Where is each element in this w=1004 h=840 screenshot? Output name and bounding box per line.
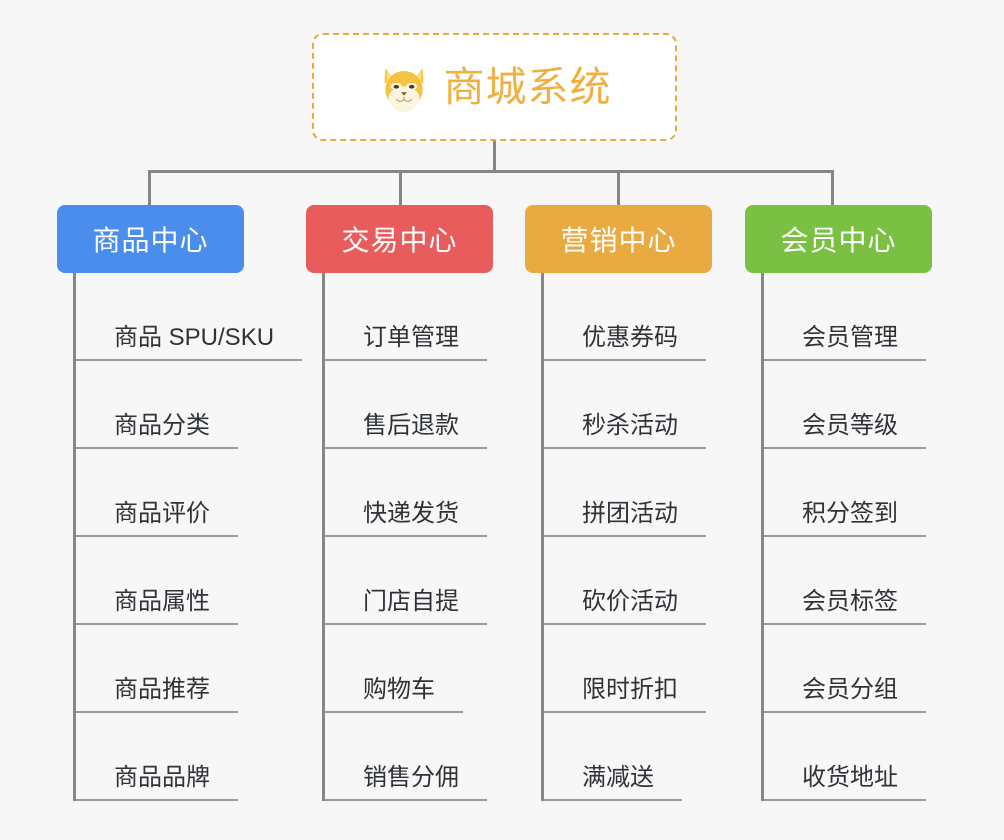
list-item[interactable]: 商品分类 xyxy=(76,361,244,449)
leaf-label: 商品推荐 xyxy=(76,675,238,713)
list-item[interactable]: 限时折扣 xyxy=(544,625,712,713)
root-label: 商城系统 xyxy=(443,63,612,110)
leaf-label: 商品分类 xyxy=(76,411,238,449)
leaf-label: 砍价活动 xyxy=(544,587,706,625)
leaf-list-marketing-center: 优惠券码 秒杀活动 拼团活动 砍价活动 限时折扣 满减送 xyxy=(541,273,712,801)
leaf-label: 会员标签 xyxy=(764,587,926,625)
leaf-label: 会员等级 xyxy=(764,411,926,449)
list-item[interactable]: 商品评价 xyxy=(76,449,244,537)
leaf-label: 会员管理 xyxy=(764,323,926,361)
leaf-label: 门店自提 xyxy=(325,587,487,625)
connector-branch-product-center xyxy=(148,170,151,205)
column-trade-center: 交易中心 订单管理 售后退款 快递发货 门店自提 购物车 销售分佣 xyxy=(306,205,493,801)
connector-root-stem xyxy=(493,141,496,173)
list-item[interactable]: 购物车 xyxy=(325,625,493,713)
leaf-label: 快递发货 xyxy=(325,499,487,537)
list-item[interactable]: 商品品牌 xyxy=(76,713,244,801)
list-item[interactable]: 商品 SPU/SKU xyxy=(76,273,303,361)
category-header-marketing-center[interactable]: 营销中心 xyxy=(525,205,712,273)
list-item[interactable]: 会员管理 xyxy=(764,273,932,361)
list-item[interactable]: 优惠券码 xyxy=(544,273,712,361)
leaf-list-member-center: 会员管理 会员等级 积分签到 会员标签 会员分组 收货地址 xyxy=(761,273,932,801)
category-label: 营销中心 xyxy=(560,225,677,256)
leaf-label: 积分签到 xyxy=(764,499,926,537)
leaf-label: 满减送 xyxy=(544,763,682,801)
leaf-label: 购物车 xyxy=(325,675,463,713)
connector-branch-trade-center xyxy=(399,170,402,205)
list-item[interactable]: 积分签到 xyxy=(764,449,932,537)
leaf-label: 商品 SPU/SKU xyxy=(76,323,303,361)
leaf-label: 收货地址 xyxy=(764,763,926,801)
root-node[interactable]: 商城系统 xyxy=(312,33,677,141)
list-item[interactable]: 会员分组 xyxy=(764,625,932,713)
leaf-label: 会员分组 xyxy=(764,675,926,713)
category-label: 交易中心 xyxy=(341,225,458,256)
category-header-trade-center[interactable]: 交易中心 xyxy=(306,205,493,273)
leaf-label: 销售分佣 xyxy=(325,763,487,801)
leaf-label: 拼团活动 xyxy=(544,499,706,537)
list-item[interactable]: 订单管理 xyxy=(325,273,493,361)
list-item[interactable]: 快递发货 xyxy=(325,449,493,537)
leaf-label: 秒杀活动 xyxy=(544,411,706,449)
list-item[interactable]: 收货地址 xyxy=(764,713,932,801)
list-item[interactable]: 门店自提 xyxy=(325,537,493,625)
shiba-dog-icon xyxy=(378,62,430,114)
list-item[interactable]: 会员等级 xyxy=(764,361,932,449)
leaf-label: 商品评价 xyxy=(76,499,238,537)
list-item[interactable]: 拼团活动 xyxy=(544,449,712,537)
connector-branch-member-center xyxy=(831,170,834,205)
leaf-label: 商品品牌 xyxy=(76,763,238,801)
leaf-label: 商品属性 xyxy=(76,587,238,625)
list-item[interactable]: 商品推荐 xyxy=(76,625,244,713)
category-label: 会员中心 xyxy=(780,225,897,256)
list-item[interactable]: 售后退款 xyxy=(325,361,493,449)
column-marketing-center: 营销中心 优惠券码 秒杀活动 拼团活动 砍价活动 限时折扣 满减送 xyxy=(525,205,712,801)
list-item[interactable]: 商品属性 xyxy=(76,537,244,625)
list-item[interactable]: 满减送 xyxy=(544,713,712,801)
connector-branch-marketing-center xyxy=(617,170,620,205)
leaf-label: 优惠券码 xyxy=(544,323,706,361)
column-member-center: 会员中心 会员管理 会员等级 积分签到 会员标签 会员分组 收货地址 xyxy=(745,205,932,801)
list-item[interactable]: 销售分佣 xyxy=(325,713,493,801)
leaf-label: 限时折扣 xyxy=(544,675,706,713)
category-header-product-center[interactable]: 商品中心 xyxy=(57,205,244,273)
leaf-list-product-center: 商品 SPU/SKU 商品分类 商品评价 商品属性 商品推荐 商品品牌 xyxy=(73,273,303,801)
list-item[interactable]: 会员标签 xyxy=(764,537,932,625)
leaf-label: 订单管理 xyxy=(325,323,487,361)
leaf-label: 售后退款 xyxy=(325,411,487,449)
list-item[interactable]: 砍价活动 xyxy=(544,537,712,625)
connector-horizontal-bus xyxy=(148,170,834,173)
list-item[interactable]: 秒杀活动 xyxy=(544,361,712,449)
category-label: 商品中心 xyxy=(92,225,209,256)
column-product-center: 商品中心 商品 SPU/SKU 商品分类 商品评价 商品属性 商品推荐 商品品牌 xyxy=(57,205,303,801)
category-header-member-center[interactable]: 会员中心 xyxy=(745,205,932,273)
leaf-list-trade-center: 订单管理 售后退款 快递发货 门店自提 购物车 销售分佣 xyxy=(322,273,493,801)
